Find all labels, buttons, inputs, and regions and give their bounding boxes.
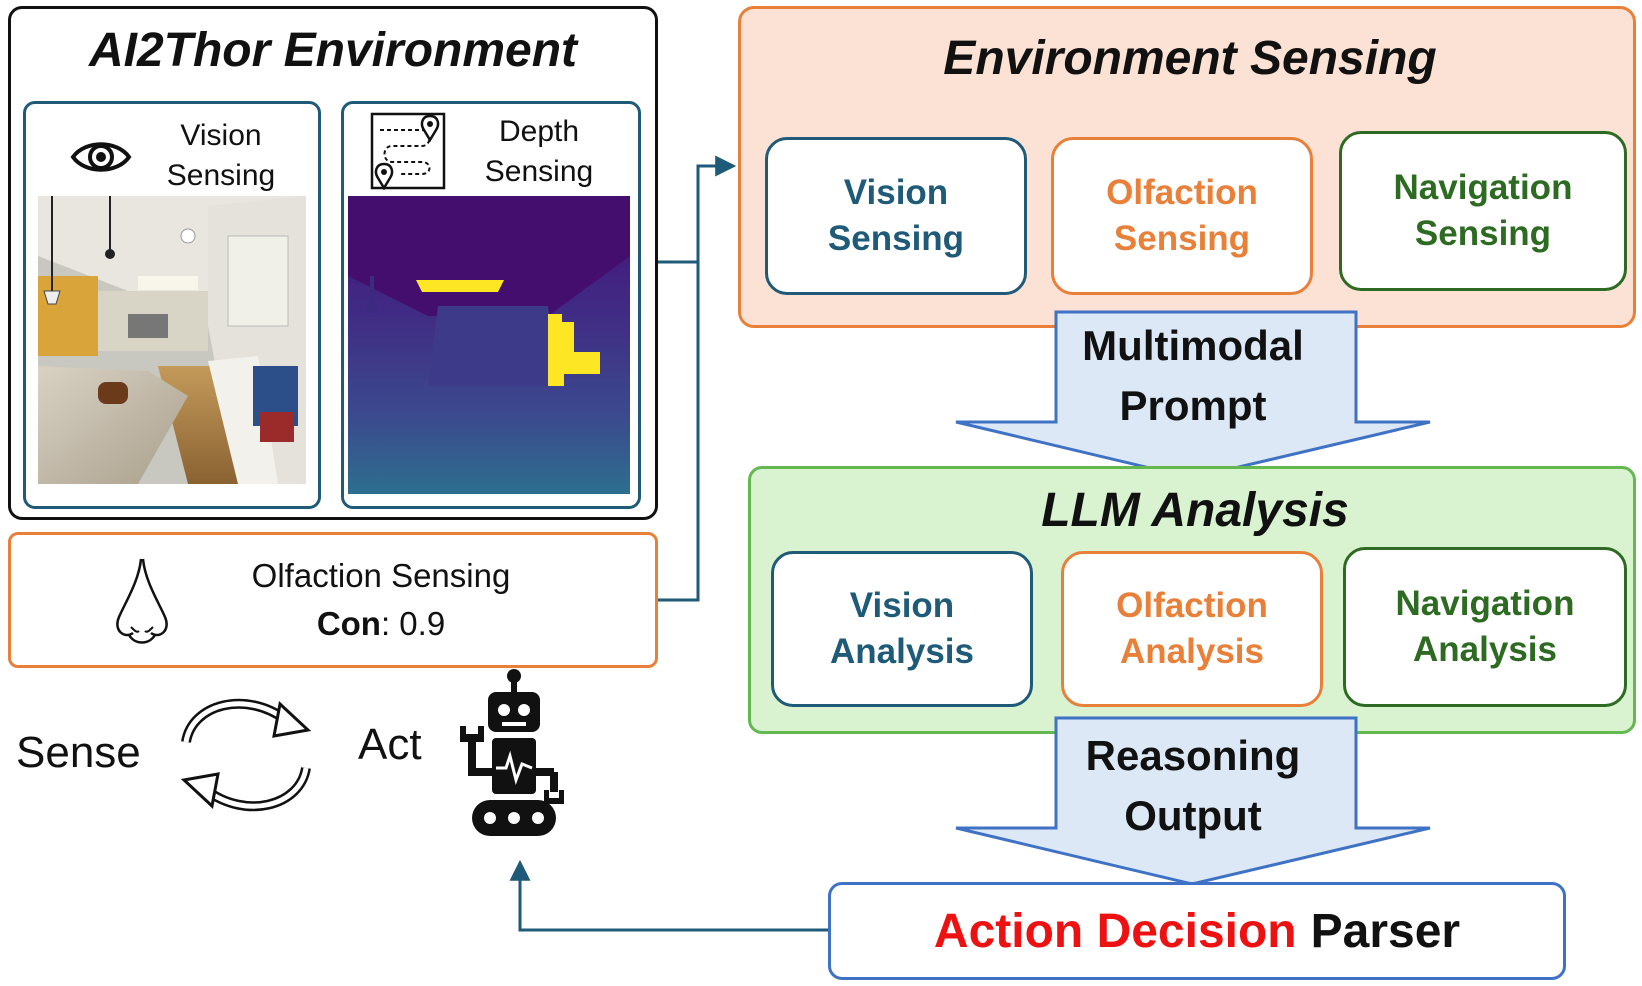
llm-analysis-title: LLM Analysis — [1041, 484, 1349, 537]
multimodal-prompt-label: Multimodal Prompt — [1000, 316, 1386, 436]
environment-sensing-box: Environment Sensing Vision Sensing Olfac… — [738, 6, 1636, 328]
act-label: Act — [358, 720, 422, 769]
olfaction-concentration: Con: 0.9 — [11, 605, 751, 643]
kitchen-rgb-image — [38, 196, 306, 484]
depth-label-line2: Sensing — [484, 155, 594, 188]
depth-label-line1: Depth — [498, 115, 580, 148]
olfaction-sensing-title: Olfaction Sensing — [251, 557, 511, 594]
con-key: Con — [316, 605, 381, 642]
card-line1: Navigation — [1395, 584, 1575, 623]
robot-icon — [460, 669, 564, 836]
vision-analysis-card: Vision Analysis — [771, 551, 1033, 707]
card-line2: Sensing — [827, 219, 965, 258]
card-line2: Sensing — [1113, 219, 1251, 258]
navigation-analysis-card: Navigation Analysis — [1343, 547, 1627, 707]
card-line2: Analysis — [1413, 630, 1557, 669]
card-line1: Vision — [849, 586, 955, 625]
reasoning-output-arrow — [955, 716, 1431, 886]
card-line2: Analysis — [1120, 632, 1264, 671]
card-line1: Vision — [843, 173, 949, 212]
card-line2: Sensing — [1414, 214, 1552, 253]
parser-rest-text: Parser — [1310, 904, 1461, 958]
reasoning-output-label: Reasoning Output — [1000, 726, 1386, 846]
vision-sensing-panel: Vision Sensing — [23, 101, 321, 509]
arrow-label-line1: Reasoning — [1085, 732, 1301, 779]
llm-analysis-box: LLM Analysis Vision Analysis Olfaction A… — [748, 466, 1636, 734]
eye-icon — [70, 142, 132, 172]
card-line1: Navigation — [1393, 168, 1573, 207]
cycle-arrows-icon — [180, 698, 312, 812]
multimodal-prompt-arrow — [955, 310, 1431, 480]
arrow-label-line1: Multimodal — [1082, 322, 1304, 369]
olfaction-analysis-card: Olfaction Analysis — [1061, 551, 1323, 707]
arrow-label-line2: Output — [1124, 792, 1262, 839]
olfaction-sensing-card: Olfaction Sensing — [1051, 137, 1313, 295]
ai2thor-title: AI2Thor Environment — [88, 24, 578, 77]
card-line1: Olfaction — [1116, 586, 1268, 625]
vision-sensing-card: Vision Sensing — [765, 137, 1027, 295]
card-line1: Olfaction — [1106, 173, 1258, 212]
vision-label-line2: Sensing — [166, 159, 276, 192]
depth-sensing-panel: Depth Sensing — [341, 101, 641, 509]
parser-highlight-text: Action Decision — [933, 904, 1297, 958]
con-value: : 0.9 — [380, 605, 446, 642]
ai2thor-environment-box: AI2Thor Environment Vision Sensing — [8, 6, 658, 520]
vision-label-line1: Vision — [180, 119, 262, 152]
sense-label: Sense — [16, 728, 141, 777]
depth-sensing-label: Depth Sensing — [454, 112, 624, 192]
map-route-icon — [370, 112, 446, 190]
navigation-sensing-card: Navigation Sensing — [1339, 131, 1627, 291]
vision-sensing-label: Vision Sensing — [136, 116, 306, 196]
environment-sensing-title: Environment Sensing — [943, 32, 1437, 85]
card-line2: Analysis — [830, 632, 974, 671]
arrow-label-line2: Prompt — [1119, 382, 1267, 429]
nose-icon — [116, 558, 168, 644]
olfaction-sensing-box: Olfaction Sensing Con: 0.9 — [8, 532, 658, 668]
depth-map-image — [348, 196, 630, 494]
